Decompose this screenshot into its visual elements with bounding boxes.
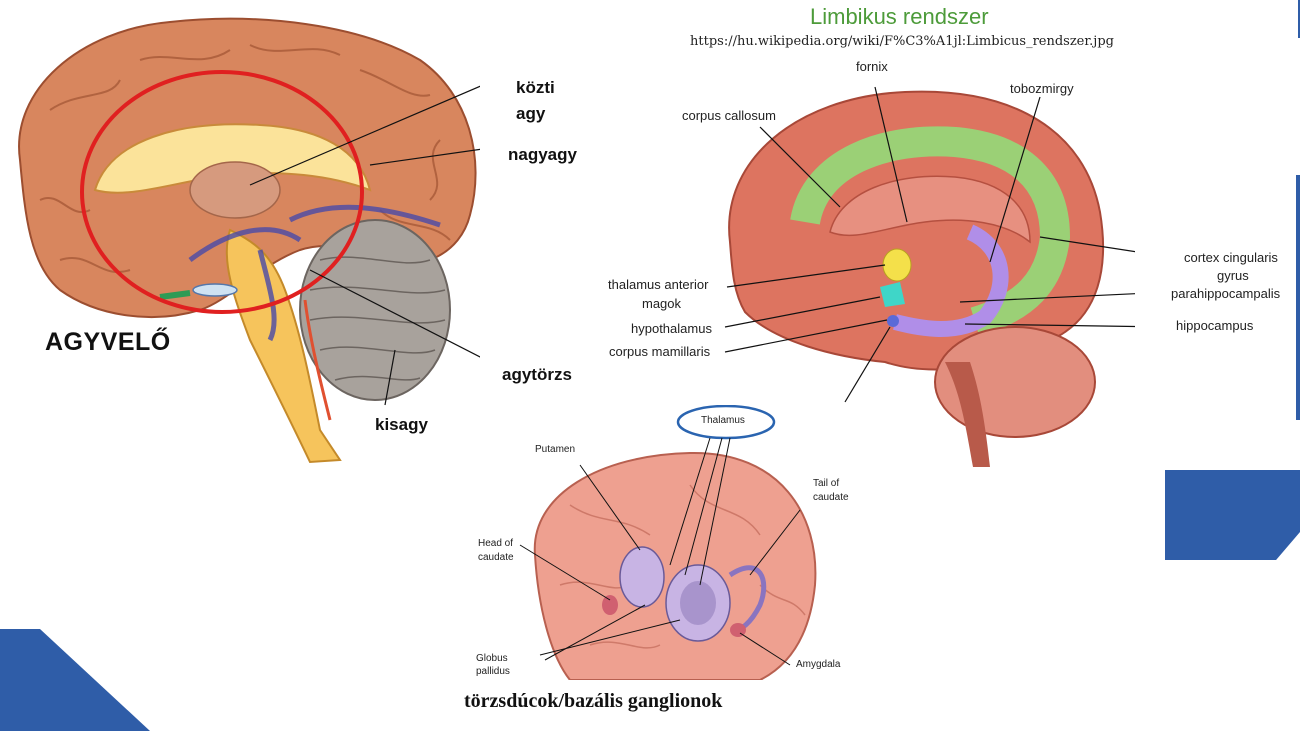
basal-ganglia-illustration — [519, 405, 817, 680]
label-parahippocampalis: parahippocampalis — [1171, 286, 1281, 301]
label-globus-pallidus-line1: Globus — [476, 653, 508, 664]
label-head-of-caudate-line1: Head of — [478, 538, 514, 549]
label-cortex-cingularis: cortex cingularis — [1184, 250, 1278, 265]
corner-decoration-right — [1165, 0, 1300, 560]
slide-title: Limbikus rendszer — [810, 4, 989, 29]
source-url: https://hu.wikipedia.org/wiki/F%C3%A1jl:… — [690, 34, 1114, 49]
label-corpus-mamillaris: corpus mamillaris — [609, 344, 711, 359]
label-tail-of-caudate-line1: Tail of — [813, 478, 840, 489]
sagittal-brain-illustration — [18, 17, 480, 464]
label-head-of-caudate-line2: caudate — [478, 552, 514, 563]
corner-decoration-bottom-left — [0, 629, 150, 731]
label-corpus-callosum: corpus callosum — [682, 108, 776, 123]
brain-title-label: AGYVELŐ — [45, 328, 171, 356]
label-hypothalamus: hypothalamus — [631, 321, 712, 336]
label-thalamus-anterior-line1: thalamus anterior — [608, 277, 709, 292]
label-amygdala: Amygdala — [796, 659, 841, 670]
label-kozti-agy-line1: közti — [516, 78, 555, 97]
label-agytorzs: agytörzs — [502, 365, 572, 384]
label-putamen: Putamen — [535, 444, 576, 455]
label-kisagy: kisagy — [375, 415, 428, 434]
label-tail-of-caudate-line2: caudate — [813, 492, 849, 503]
limbic-system-illustration — [724, 86, 1135, 467]
label-thalamus-anterior-line2: magok — [642, 296, 682, 311]
label-globus-pallidus-line2: pallidus — [476, 666, 510, 677]
label-hippocampus: hippocampus — [1176, 318, 1254, 333]
label-gyrus: gyrus — [1217, 268, 1249, 283]
label-fornix: fornix — [856, 59, 888, 74]
slide-caption: törzsdúcok/bazális ganglionok — [464, 690, 722, 713]
caption-part2: bazális ganglionok — [564, 690, 723, 712]
label-tobozmirgy: tobozmirgy — [1010, 81, 1074, 96]
caption-part1: törzsdúcok/ — [464, 690, 564, 712]
label-kozti-agy-line2: agy — [516, 104, 546, 123]
label-thalamus: Thalamus — [701, 415, 745, 426]
label-nagyagy: nagyagy — [508, 145, 577, 164]
